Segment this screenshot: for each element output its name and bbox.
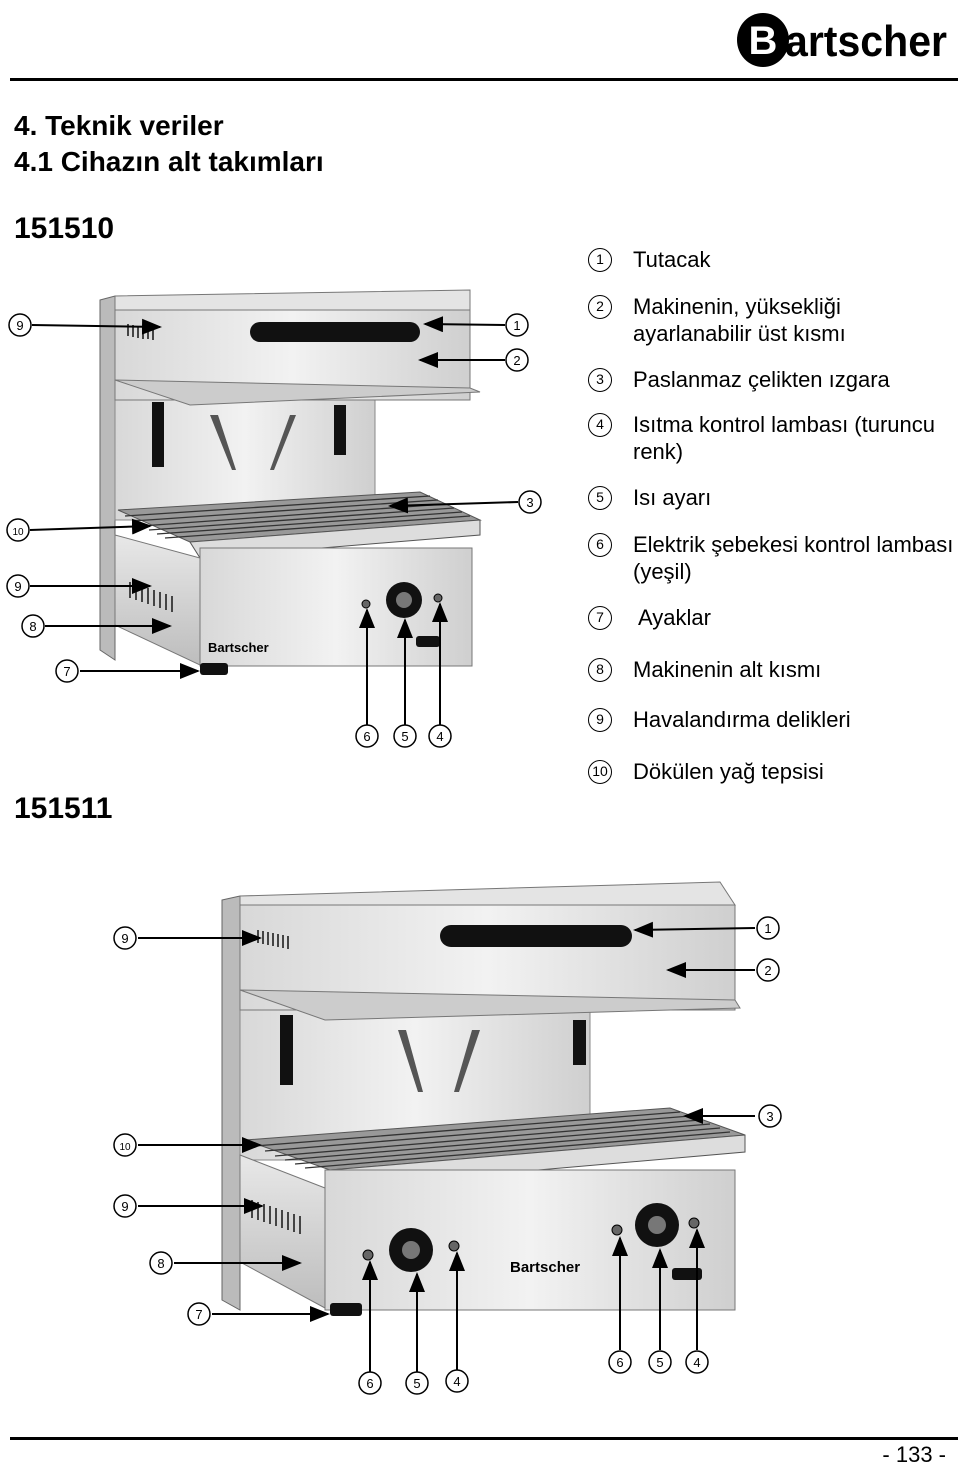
salamander-151510-illustration: Bartscher 9 1 2 3 10 9 8 7 6 5 4	[6, 289, 542, 748]
svg-text:5: 5	[413, 1376, 420, 1391]
callout-number: 7	[588, 606, 612, 630]
salamander-151511-illustration: Bartscher 9 1 2 3 10 9 8 7 6 5 4 6 5 4	[113, 881, 782, 1395]
svg-text:2: 2	[764, 963, 771, 978]
model-number-151511: 151511	[14, 792, 113, 825]
subsection-title: 4.1 Cihazın alt takımları	[14, 146, 324, 177]
section-title: 4. Teknik veriler	[14, 110, 224, 141]
svg-text:10: 10	[12, 527, 24, 538]
svg-text:2: 2	[513, 353, 520, 368]
legend-label: Paslanmaz çelikten ızgara	[633, 367, 890, 392]
callout-number: 3	[588, 368, 612, 392]
svg-text:6: 6	[616, 1355, 623, 1370]
svg-text:Bartscher: Bartscher	[208, 640, 269, 655]
callout-number: 4	[588, 413, 612, 437]
legend-label: Elektrik şebekesi kontrol lambası (yeşil…	[633, 532, 954, 584]
svg-text:Bartscher: Bartscher	[510, 1259, 580, 1276]
svg-text:artscher: artscher	[785, 17, 947, 66]
legend-label: Makinenin, yüksekliği ayarlanabilir üst …	[633, 294, 846, 346]
legend-label: Tutacak	[633, 247, 711, 272]
svg-text:4: 4	[693, 1355, 700, 1370]
svg-text:7: 7	[195, 1307, 202, 1322]
svg-text:1: 1	[513, 318, 520, 333]
model-number-151510: 151510	[14, 212, 115, 245]
callout-number: 10	[588, 760, 612, 784]
legend-label: Isıtma kontrol lambası (turuncu renk)	[633, 412, 936, 464]
svg-text:9: 9	[121, 931, 128, 946]
callout-number: 6	[588, 533, 612, 557]
callout-number: 8	[588, 658, 612, 682]
svg-text:1: 1	[764, 921, 771, 936]
bartscher-logo: B artscher	[737, 13, 947, 67]
svg-text:3: 3	[766, 1109, 773, 1124]
svg-text:10: 10	[119, 1142, 131, 1153]
svg-text:8: 8	[29, 619, 36, 634]
svg-text:B: B	[749, 19, 778, 63]
legend-label: Ayaklar	[638, 605, 711, 630]
svg-text:3: 3	[526, 495, 533, 510]
svg-text:9: 9	[16, 318, 23, 333]
footer-rule	[10, 1437, 958, 1440]
legend-label: Isı ayarı	[633, 485, 712, 510]
svg-text:7: 7	[63, 664, 70, 679]
svg-text:5: 5	[656, 1355, 663, 1370]
svg-text:6: 6	[366, 1376, 373, 1391]
page-number: - 133 -	[882, 1442, 946, 1467]
callout-number: 5	[588, 486, 612, 510]
svg-text:9: 9	[14, 579, 21, 594]
legend-label: Havalandırma delikleri	[633, 707, 851, 732]
svg-text:5: 5	[401, 729, 408, 744]
legend-label: Dökülen yağ tepsisi	[633, 759, 824, 784]
legend-label: Makinenin alt kısmı	[633, 657, 822, 682]
header-rule	[10, 78, 958, 81]
callout-number: 2	[588, 295, 612, 319]
svg-text:6: 6	[363, 729, 370, 744]
svg-text:4: 4	[453, 1374, 460, 1389]
callout-number: 9	[588, 708, 612, 732]
svg-text:4: 4	[436, 729, 443, 744]
svg-text:9: 9	[121, 1199, 128, 1214]
svg-text:8: 8	[157, 1256, 164, 1271]
callout-number: 1	[588, 248, 612, 272]
